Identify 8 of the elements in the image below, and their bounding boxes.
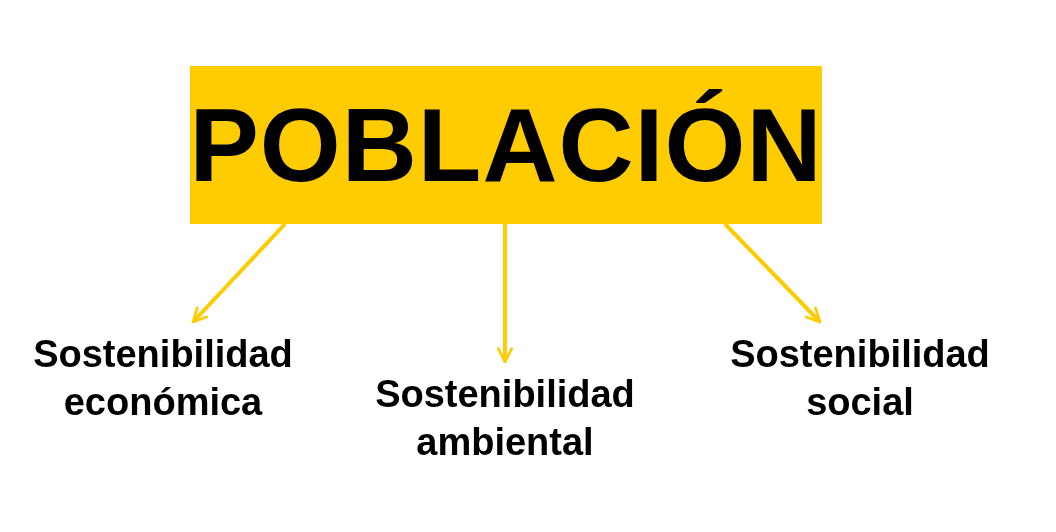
arrow — [191, 222, 287, 324]
topic-text: Sostenibilidad económica — [32, 332, 294, 425]
title-text: POBLACIÓN — [189, 85, 823, 205]
topic-text: Sostenibilidad ambiental — [374, 372, 636, 465]
arrow — [497, 224, 513, 364]
title-box — [190, 66, 822, 224]
arrow — [723, 222, 822, 324]
topic-text: Sostenibilidad social — [729, 332, 991, 425]
